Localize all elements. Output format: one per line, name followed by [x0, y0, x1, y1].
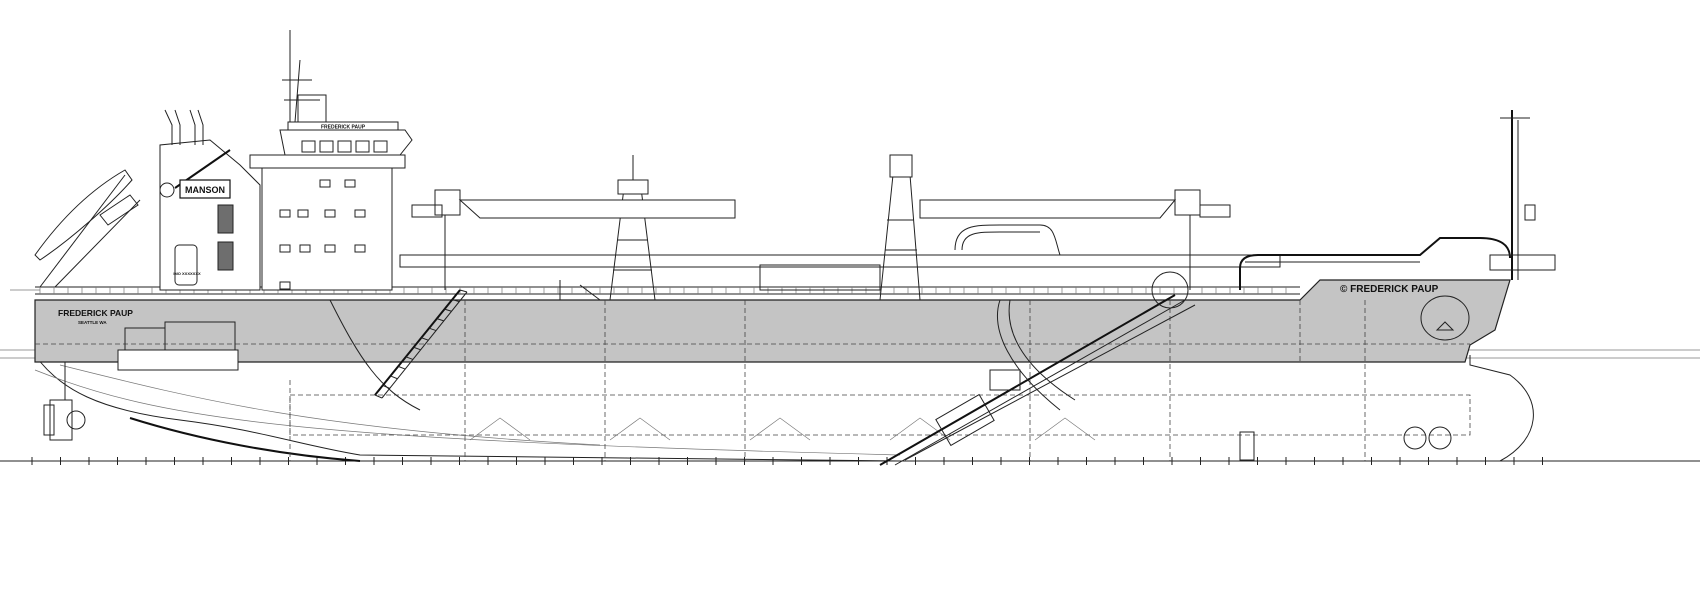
bow-thruster-port — [1428, 426, 1452, 450]
hopper-bottom-cones — [469, 417, 1096, 441]
ladder-rung — [382, 384, 390, 389]
porthole-window — [354, 209, 366, 218]
porthole-window — [279, 209, 291, 218]
ladder-rung — [436, 318, 444, 322]
porthole-window — [324, 244, 336, 253]
bow-vessel-name: © FREDERICK PAUP — [1340, 284, 1439, 295]
lower-hull — [34, 354, 1534, 462]
deck-machinery-aft — [117, 321, 239, 371]
accommodation-block: FREDERICK PAUP — [249, 30, 413, 291]
hopper-cone — [609, 417, 671, 441]
hull-topsides — [34, 279, 1511, 461]
bridge-window — [337, 140, 352, 153]
ladder-rung — [428, 327, 437, 332]
funnel-logo-text: MANSON — [185, 185, 225, 195]
ladder-rung — [413, 346, 421, 351]
funnel-logo — [179, 179, 231, 199]
lifeboat-davit — [34, 169, 141, 288]
drag-arm — [879, 271, 1196, 466]
home-port: SEATTLE WA — [78, 320, 107, 325]
funnel-casing: MANSON IMO XXXXXXX — [159, 109, 261, 291]
porthole-window — [297, 209, 309, 218]
stern-vessel-name: FREDERICK PAUP — [58, 308, 133, 318]
ladder-rung — [390, 375, 398, 380]
porthole-window — [324, 209, 336, 218]
imo-label: IMO XXXXXXX — [173, 271, 201, 276]
bridge-window — [301, 140, 316, 153]
bow-thruster-port — [1403, 426, 1427, 450]
porthole-window — [354, 244, 366, 253]
deck-crane-aft — [411, 189, 736, 290]
bow-mast — [1489, 110, 1556, 280]
ladder-rung — [421, 337, 429, 341]
ladder-rung — [405, 356, 414, 360]
gantry-tower-fwd — [879, 154, 921, 301]
porthole-window — [319, 179, 331, 188]
dredge-pipework — [399, 224, 1511, 301]
ladder-rung — [374, 394, 383, 399]
porthole-window — [279, 244, 291, 253]
hopper-cone — [889, 417, 951, 441]
bridge-window — [319, 140, 334, 153]
bridge-window — [373, 140, 388, 153]
ladder-rung — [444, 308, 452, 312]
ladder-rung — [452, 299, 460, 303]
porthole-window — [344, 179, 356, 188]
bridge-window — [355, 140, 370, 153]
hopper-cone — [749, 417, 811, 441]
hopper-cone — [1034, 417, 1096, 441]
porthole-window — [279, 281, 291, 290]
accommodation-ladder — [374, 289, 468, 399]
deck-crane-fwd — [919, 189, 1231, 290]
porthole-window — [299, 244, 311, 253]
hopper-cone — [469, 417, 531, 441]
ladder-rung — [398, 365, 406, 370]
bridge-name: FREDERICK PAUP — [321, 125, 366, 131]
ladder-rung — [459, 289, 468, 293]
gantry-tower-aft — [609, 155, 656, 301]
